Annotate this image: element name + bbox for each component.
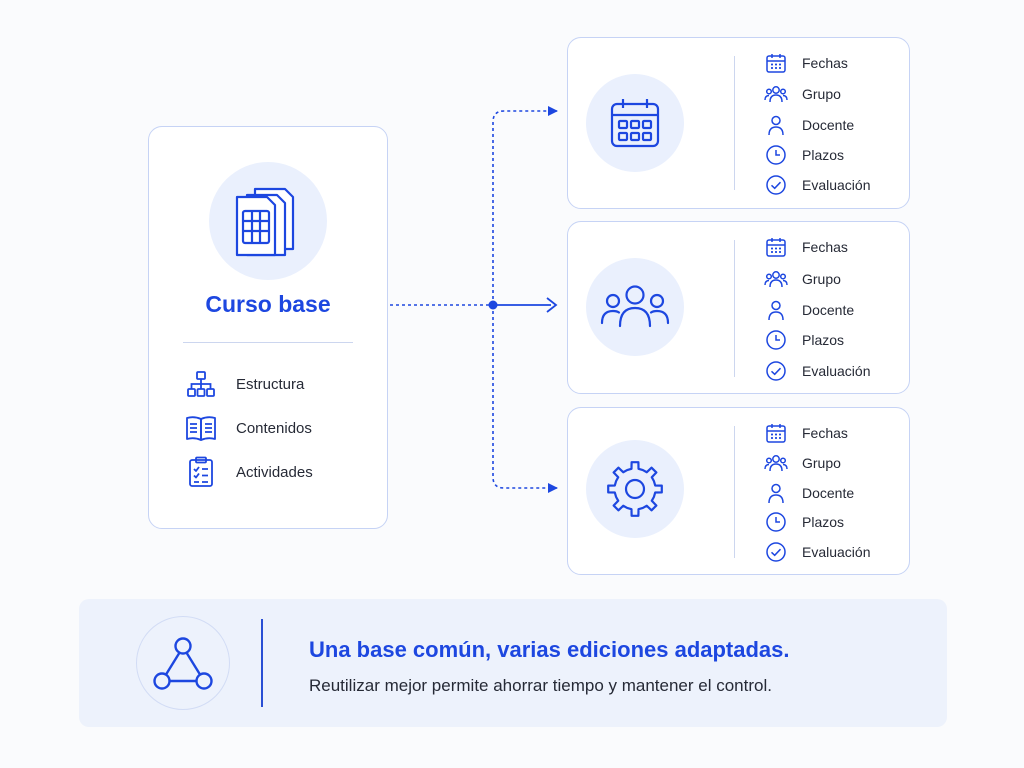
- base-course-card: Curso base Estructura Contenidos: [148, 126, 388, 529]
- divider: [734, 56, 735, 190]
- attr-label: Grupo: [802, 455, 841, 471]
- attr-label: Grupo: [802, 86, 841, 102]
- documents-grid-icon: [233, 183, 303, 259]
- gear-icon: [604, 458, 666, 520]
- clipboard-checklist-icon: [185, 456, 217, 488]
- attr-grupo: Grupo: [764, 81, 841, 107]
- attr-label: Grupo: [802, 271, 841, 287]
- base-icon-circle: [209, 162, 327, 280]
- attr-label: Fechas: [802, 239, 848, 255]
- calendar-icon: [764, 235, 788, 259]
- clock-icon: [764, 143, 788, 167]
- attr-label: Docente: [802, 117, 855, 133]
- attr-label: Evaluación: [802, 177, 871, 193]
- person-icon: [764, 481, 788, 505]
- edition-icon-circle: [586, 74, 684, 172]
- calendar-icon: [764, 421, 788, 445]
- attr-label: Plazos: [802, 514, 845, 530]
- clock-icon: [764, 328, 788, 352]
- edition-card-settings: Fechas Grupo Docente Plazos Evaluación: [567, 407, 910, 575]
- hierarchy-icon: [185, 368, 217, 400]
- edition-card-calendar: Fechas Grupo Docente Plazos Evaluación: [567, 37, 910, 209]
- base-item-structure: Estructura: [185, 367, 304, 401]
- divider: [734, 426, 735, 558]
- edition-icon-circle: [586, 440, 684, 538]
- attr-docente: Docente: [764, 112, 854, 138]
- connector-top: [492, 106, 558, 305]
- edition-icon-circle: [586, 258, 684, 356]
- attr-plazos: Plazos: [764, 509, 844, 535]
- connector-bottom: [492, 305, 558, 493]
- attr-label: Evaluación: [802, 363, 871, 379]
- base-item-activities: Actividades: [185, 455, 313, 489]
- attr-label: Fechas: [802, 55, 848, 71]
- edition-card-group: Fechas Grupo Docente Plazos Evaluación: [567, 221, 910, 394]
- person-icon: [764, 113, 788, 137]
- check-circle-icon: [764, 173, 788, 197]
- banner-subtitle: Reutilizar mejor permite ahorrar tiempo …: [309, 676, 772, 695]
- base-title: Curso base: [205, 291, 331, 317]
- attr-evaluacion: Evaluación: [764, 539, 871, 565]
- group-icon: [764, 451, 788, 475]
- attr-fechas: Fechas: [764, 420, 848, 446]
- people-group-icon: [600, 284, 670, 330]
- attr-grupo: Grupo: [764, 266, 841, 292]
- check-circle-icon: [764, 359, 788, 383]
- attr-fechas: Fechas: [764, 234, 848, 260]
- attr-docente: Docente: [764, 480, 854, 506]
- divider: [183, 342, 353, 343]
- attr-label: Fechas: [802, 425, 848, 441]
- base-item-label: Contenidos: [236, 419, 312, 437]
- clock-icon: [764, 510, 788, 534]
- banner-title: Una base común, varias ediciones adaptad…: [309, 637, 790, 662]
- attr-label: Docente: [802, 302, 855, 318]
- divider: [734, 240, 735, 377]
- group-icon: [764, 267, 788, 291]
- attr-fechas: Fechas: [764, 50, 848, 76]
- base-item-contents: Contenidos: [185, 411, 312, 445]
- attr-label: Plazos: [802, 147, 845, 163]
- attr-label: Evaluación: [802, 544, 871, 560]
- base-item-label: Actividades: [236, 463, 313, 481]
- attr-grupo: Grupo: [764, 450, 841, 476]
- attr-evaluacion: Evaluación: [764, 358, 871, 384]
- check-circle-icon: [764, 540, 788, 564]
- arrow-middle-head: [546, 297, 558, 313]
- banner-divider: [261, 619, 263, 707]
- attr-docente: Docente: [764, 297, 854, 323]
- triangle-network-icon: [152, 635, 214, 691]
- attr-evaluacion: Evaluación: [764, 172, 871, 198]
- summary-banner: Una base común, varias ediciones adaptad…: [79, 599, 947, 727]
- attr-plazos: Plazos: [764, 142, 844, 168]
- attr-label: Plazos: [802, 332, 845, 348]
- attr-plazos: Plazos: [764, 327, 844, 353]
- person-icon: [764, 298, 788, 322]
- banner-icon-circle: [136, 616, 230, 710]
- base-item-label: Estructura: [236, 375, 305, 393]
- calendar-icon: [608, 96, 662, 150]
- group-icon: [764, 82, 788, 106]
- attr-label: Docente: [802, 485, 855, 501]
- open-book-icon: [185, 412, 217, 444]
- calendar-icon: [764, 51, 788, 75]
